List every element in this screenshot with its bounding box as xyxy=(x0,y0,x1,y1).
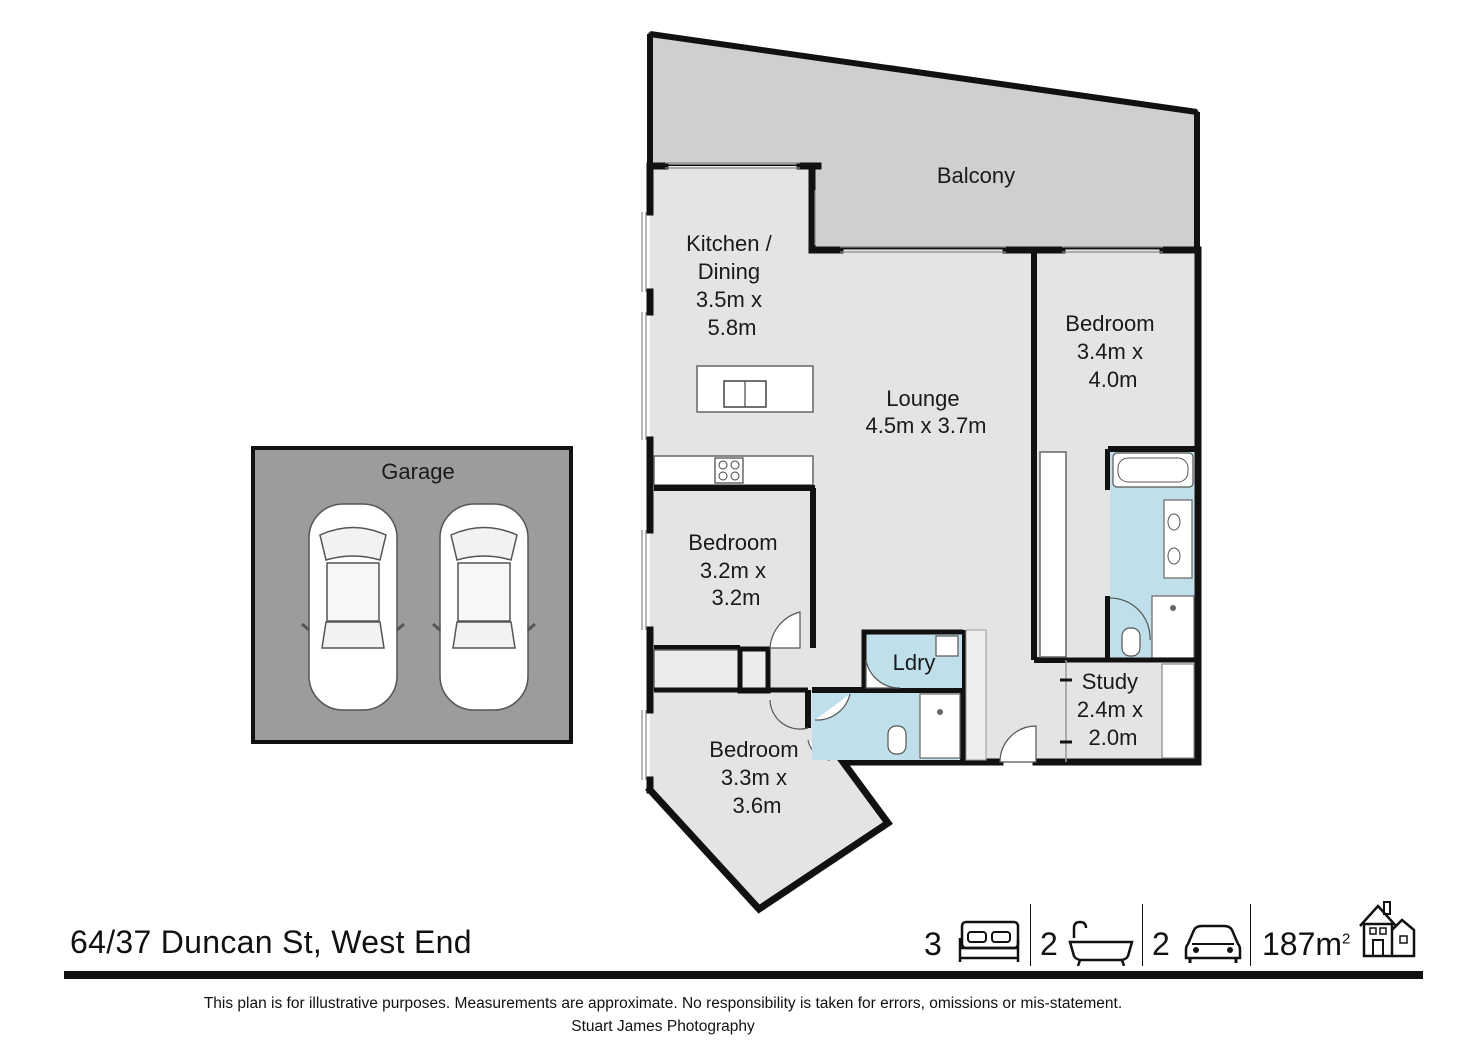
footer-divider xyxy=(64,971,1423,979)
ensuite xyxy=(1109,452,1195,659)
bedroom-3-label: Bedroom 3.3m x 3.6m xyxy=(709,737,804,818)
apartment: Ldry xyxy=(641,162,1202,914)
house-icon xyxy=(1359,901,1416,958)
bedroom-count: 3 xyxy=(924,926,942,962)
car-space-count: 2 xyxy=(1152,926,1170,962)
bedroom-2-label: Bedroom 3.2m x 3.2m xyxy=(688,530,783,610)
balcony: Balcony xyxy=(647,31,1200,250)
main-bedroom-label: Bedroom 3.4m x 4.0m xyxy=(1065,311,1160,392)
car-icon xyxy=(1184,924,1242,963)
cooktop-icon xyxy=(714,457,744,484)
property-address: 64/37 Duncan St, West End xyxy=(70,924,472,960)
bed-icon xyxy=(958,920,1020,962)
laundry: Ldry xyxy=(861,629,963,689)
photographer-credit: Stuart James Photography xyxy=(571,1018,755,1035)
disclaimer-text: This plan is for illustrative purposes. … xyxy=(203,995,1123,1012)
bathroom-count: 2 xyxy=(1040,926,1058,962)
laundry-label: Ldry xyxy=(893,650,936,675)
garage: Garage xyxy=(251,446,573,744)
balcony-label: Balcony xyxy=(937,163,1015,188)
bath-icon xyxy=(1068,920,1134,966)
car-icon xyxy=(432,503,536,711)
toilet-icon xyxy=(887,725,907,755)
kitchen-label: Kitchen / Dining 3.5m x 5.8m xyxy=(686,231,778,340)
study-label: Study 2.4m x 2.0m xyxy=(1077,669,1149,750)
floor-area: 187m2 xyxy=(1262,926,1351,962)
study xyxy=(1060,657,1198,762)
bathroom-2 xyxy=(812,630,966,760)
lounge-label: Lounge 4.5m x 3.7m xyxy=(865,386,986,438)
garage-label: Garage xyxy=(381,459,454,484)
car-icon xyxy=(301,503,405,711)
toilet-icon xyxy=(1121,627,1141,657)
